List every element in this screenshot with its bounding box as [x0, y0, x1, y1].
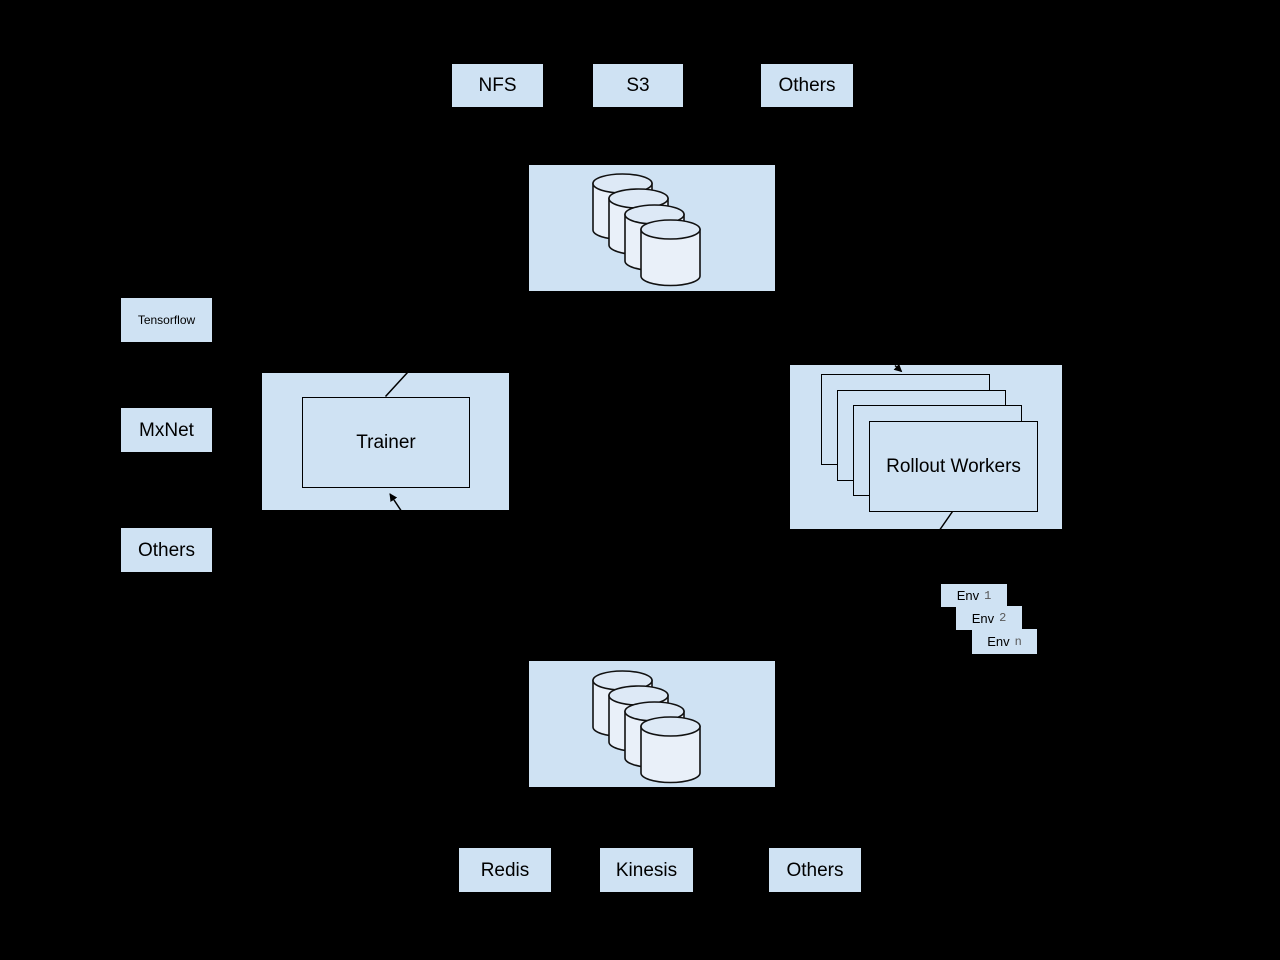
bottom-storage-cluster	[529, 661, 775, 787]
node-others-bottom: Others	[769, 848, 861, 892]
node-others-top-label: Others	[778, 75, 836, 96]
node-trainer-label: Trainer	[356, 431, 416, 453]
node-others-top: Others	[761, 64, 853, 107]
node-tensorflow-label: Tensorflow	[137, 313, 196, 327]
node-rollout-workers: Rollout Workers	[869, 421, 1038, 512]
node-kinesis: Kinesis	[600, 848, 693, 892]
node-others-frameworks-label: Others	[137, 539, 196, 561]
node-redis: Redis	[459, 848, 551, 892]
node-env-2: Env 2	[956, 606, 1022, 630]
env-2-label: Env	[971, 610, 995, 626]
node-trainer: Trainer	[302, 397, 470, 488]
node-others-bottom-label: Others	[786, 859, 844, 881]
env-n-index: n	[1014, 634, 1022, 649]
node-nfs: NFS	[452, 64, 543, 107]
node-s3: S3	[593, 64, 683, 107]
node-mxnet: MxNet	[121, 408, 212, 452]
node-redis-label: Redis	[480, 859, 530, 881]
node-nfs-label: NFS	[478, 75, 517, 96]
database-cylinders-icon	[592, 173, 701, 287]
node-tensorflow: Tensorflow	[121, 298, 212, 342]
node-kinesis-label: Kinesis	[615, 859, 678, 881]
node-mxnet-label: MxNet	[139, 419, 194, 441]
node-env-1: Env 1	[941, 584, 1007, 607]
node-s3-label: S3	[626, 75, 650, 96]
env-1-index: 1	[984, 588, 992, 603]
top-storage-cluster	[529, 165, 775, 291]
env-1-label: Env	[956, 588, 980, 603]
env-2-index: 2	[999, 611, 1007, 625]
node-rollout-workers-label: Rollout Workers	[886, 455, 1021, 477]
database-cylinders-icon	[592, 670, 701, 784]
node-others-frameworks: Others	[121, 528, 212, 572]
env-n-label: Env	[987, 634, 1010, 649]
